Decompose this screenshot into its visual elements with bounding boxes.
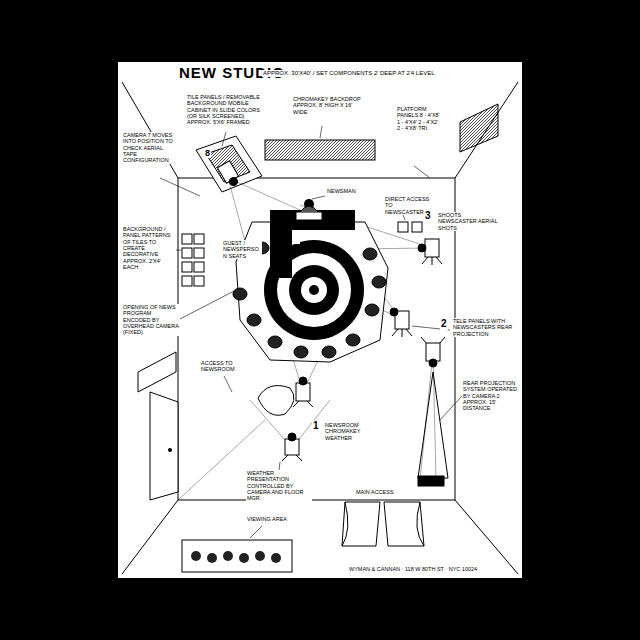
viewing-area (182, 540, 292, 572)
callout-number: 2 (440, 318, 448, 330)
channel-5-logo (264, 210, 364, 340)
note: OPENING OF NEWS PROGRAM ENCODED BY OVERH… (122, 304, 180, 336)
chromakey-backdrop (265, 140, 375, 160)
note: ACCESS TO NEWSROOM (200, 360, 246, 373)
access-chairs (398, 222, 422, 232)
wall-tiles (182, 234, 204, 286)
side-door (150, 392, 178, 500)
note: SHOOTS NEWSCASTER AERIAL SHOTS (437, 212, 501, 231)
seats (233, 242, 386, 358)
callout-number: 8 (204, 148, 211, 158)
callout-number: 1 (312, 420, 320, 432)
rear-projection (418, 372, 448, 486)
note: TELE PANELS WITH NEWSCASTERS REAR PROJEC… (452, 318, 516, 337)
wall-monitor (138, 352, 176, 392)
wall-window (460, 104, 498, 152)
sight-lines (178, 178, 436, 500)
callout-number: 3 (424, 210, 432, 222)
note: CHROMAKEY BACKDROP APPROX. 8' HIGH X 16'… (292, 96, 362, 115)
note: WEATHER PRESENTATION CONTROLLED BY CAMER… (246, 470, 312, 502)
note: GUEST / NEWSPERSON SEATS (222, 240, 262, 259)
cameras (217, 161, 445, 461)
room-outline (122, 82, 518, 574)
newsman-figure (296, 199, 322, 220)
note: TILE PANELS / REMOVABLE BACKGROUND MOBIL… (186, 94, 262, 126)
note: CAMERA 7 MOVES INTO POSITION TO CHECK AE… (122, 132, 174, 164)
note: MAIN ACCESS (355, 489, 395, 495)
tile-panel (196, 136, 262, 192)
door-knob (168, 448, 172, 452)
main-access-doors (342, 502, 424, 546)
note: APPROX. 30'X40' / SET COMPONENTS 2' DEEP… (262, 70, 464, 77)
note: NEWSMAN (326, 188, 357, 194)
credit: WYMAN & CANNAN · 118 W 80TH ST · NYC 100… (348, 566, 478, 572)
note: REAR PROJECTION SYSTEM OPERATED BY CAMER… (462, 380, 520, 412)
weather-map (258, 386, 294, 416)
paper (118, 62, 522, 578)
leader-lines (160, 126, 462, 538)
note: VIEWING AREA (246, 516, 288, 522)
note: NEWSROOM CHROMAKEY WEATHER (324, 422, 372, 441)
note: BACKGROUND / PANEL PATTERNS OF TILES TO … (122, 226, 176, 270)
note: PLATFORM PANELS 8 - 4'X8' 1 - 4'X4' 2 - … (396, 106, 442, 131)
